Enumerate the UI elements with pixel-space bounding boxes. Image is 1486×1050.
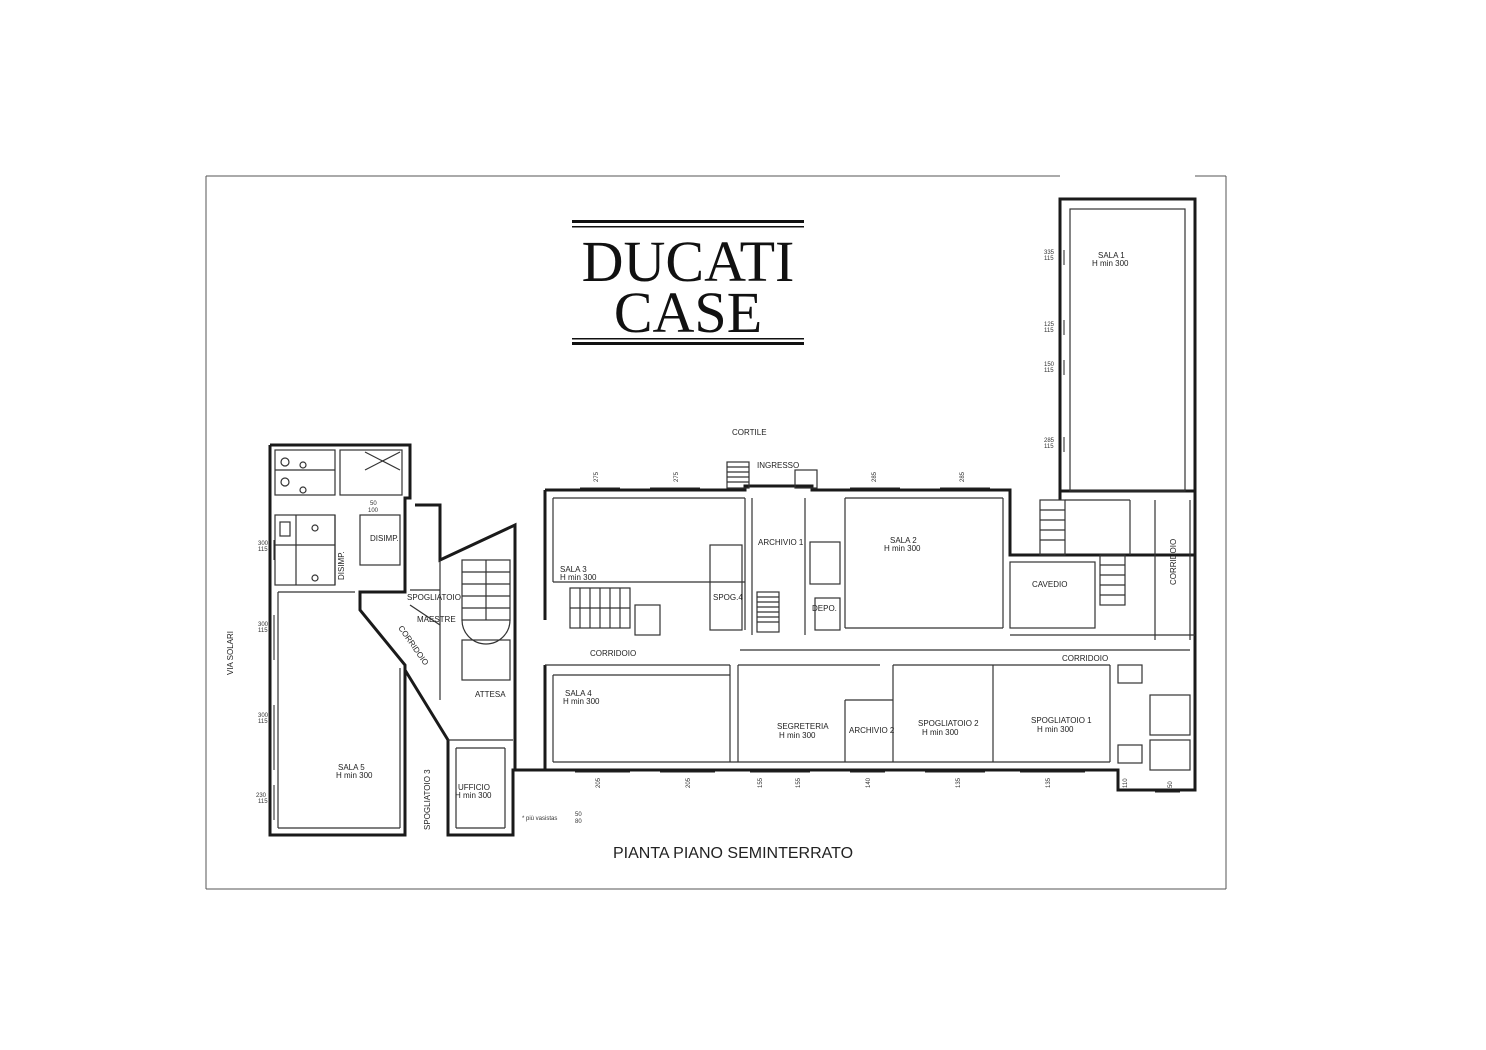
ducati-case-logo: DUCATI CASE — [572, 220, 804, 345]
label-archivio1: ARCHIVIO 1 — [758, 538, 804, 547]
sala1-wing — [1058, 197, 1197, 650]
label-spogliatoio1-h: H min 300 — [1037, 725, 1074, 734]
svg-text:155: 155 — [758, 777, 764, 788]
svg-text:300: 300 — [258, 622, 269, 628]
central-lower-block — [513, 650, 1197, 793]
logo-line1: DUCATI — [582, 229, 795, 294]
svg-text:205: 205 — [596, 777, 602, 788]
svg-text:155: 155 — [796, 777, 802, 788]
label-ufficio: UFFICIO — [458, 783, 490, 792]
svg-text:275: 275 — [594, 471, 600, 482]
left-wing — [268, 443, 412, 837]
svg-text:140: 140 — [866, 777, 872, 788]
note-vasistas: * più vasistas — [522, 816, 557, 822]
label-sala2-h: H min 300 — [884, 544, 921, 553]
svg-text:115: 115 — [258, 719, 268, 725]
svg-text:285: 285 — [872, 471, 878, 482]
label-via-solari: VIA SOLARI — [226, 631, 235, 675]
plan-title: PIANTA PIANO SEMINTERRATO — [613, 845, 853, 862]
label-sala5-h: H min 300 — [336, 771, 373, 780]
svg-text:125: 125 — [1044, 322, 1055, 328]
cavedio-area — [1009, 499, 1191, 640]
svg-text:205: 205 — [686, 777, 692, 788]
label-disimp-2: DISIMP. — [337, 551, 346, 580]
room-labels: CORTILE INGRESSO VIA SOLARI SALA 1 H min… — [226, 251, 1178, 830]
label-archivio2: ARCHIVIO 2 — [849, 726, 895, 735]
label-sala3: SALA 3 — [560, 565, 587, 574]
svg-text:285: 285 — [1044, 438, 1055, 444]
label-spogliatoio2-h: H min 300 — [922, 728, 959, 737]
svg-text:115: 115 — [1044, 256, 1054, 262]
label-corridoio-center: CORRIDOIO — [590, 649, 636, 658]
svg-text:335: 335 — [1044, 250, 1055, 256]
label-ingresso: INGRESSO — [757, 461, 799, 470]
svg-text:285: 285 — [960, 471, 966, 482]
label-segreteria-h: H min 300 — [779, 731, 816, 740]
logo-line2: CASE — [614, 280, 762, 345]
label-cavedio: CAVEDIO — [1032, 580, 1067, 589]
svg-text:110: 110 — [1123, 778, 1129, 788]
svg-text:115: 115 — [1044, 368, 1054, 374]
label-spogliatoio3: SPOGLIATOIO 3 — [423, 769, 432, 830]
svg-text:135: 135 — [1046, 777, 1052, 788]
svg-text:135: 135 — [956, 777, 962, 788]
svg-text:115: 115 — [258, 547, 268, 553]
central-top-block — [543, 461, 1195, 636]
label-sala5: SALA 5 — [338, 763, 365, 772]
left-middle-block — [403, 503, 517, 837]
svg-text:50: 50 — [575, 812, 582, 818]
label-ufficio-h: H min 300 — [455, 791, 492, 800]
svg-text:115: 115 — [1044, 328, 1054, 334]
label-segreteria: SEGRETERIA — [777, 722, 829, 731]
svg-text:50: 50 — [370, 501, 377, 507]
label-corridoio-right: CORRIDOIO — [1169, 539, 1178, 585]
label-sala4: SALA 4 — [565, 689, 592, 698]
svg-text:230: 230 — [256, 793, 267, 799]
label-maestre: MAESTRE — [417, 615, 456, 624]
label-spog4: SPOG.4 — [713, 593, 743, 602]
dimension-labels: 335 115 125 115 150 115 285 115 50 100 3… — [256, 250, 1174, 825]
svg-text:300: 300 — [258, 541, 269, 547]
label-sala4-h: H min 300 — [563, 697, 600, 706]
svg-text:50: 50 — [1168, 781, 1174, 788]
label-spogliatoio2: SPOGLIATOIO 2 — [918, 719, 979, 728]
label-sala1-h: H min 300 — [1092, 259, 1129, 268]
label-spogliatoio: SPOGLIATOIO — [407, 593, 461, 602]
svg-text:80: 80 — [575, 819, 582, 825]
label-corridoio-east: CORRIDOIO — [1062, 654, 1108, 663]
svg-text:300: 300 — [258, 713, 269, 719]
svg-text:150: 150 — [1044, 362, 1055, 368]
label-disimp-1: DISIMP. — [370, 534, 399, 543]
svg-text:115: 115 — [1044, 444, 1054, 450]
svg-text:115: 115 — [258, 799, 268, 805]
label-cortile: CORTILE — [732, 428, 767, 437]
label-sala2: SALA 2 — [890, 536, 917, 545]
label-attesa: ATTESA — [475, 690, 506, 699]
label-sala3-h: H min 300 — [560, 573, 597, 582]
svg-text:275: 275 — [674, 471, 680, 482]
svg-text:100: 100 — [368, 508, 379, 514]
label-sala1: SALA 1 — [1098, 251, 1125, 260]
label-depo: DEPO. — [812, 604, 837, 613]
label-spogliatoio1: SPOGLIATOIO 1 — [1031, 716, 1092, 725]
drawing-frame — [205, 175, 1227, 890]
svg-text:115: 115 — [258, 628, 268, 634]
